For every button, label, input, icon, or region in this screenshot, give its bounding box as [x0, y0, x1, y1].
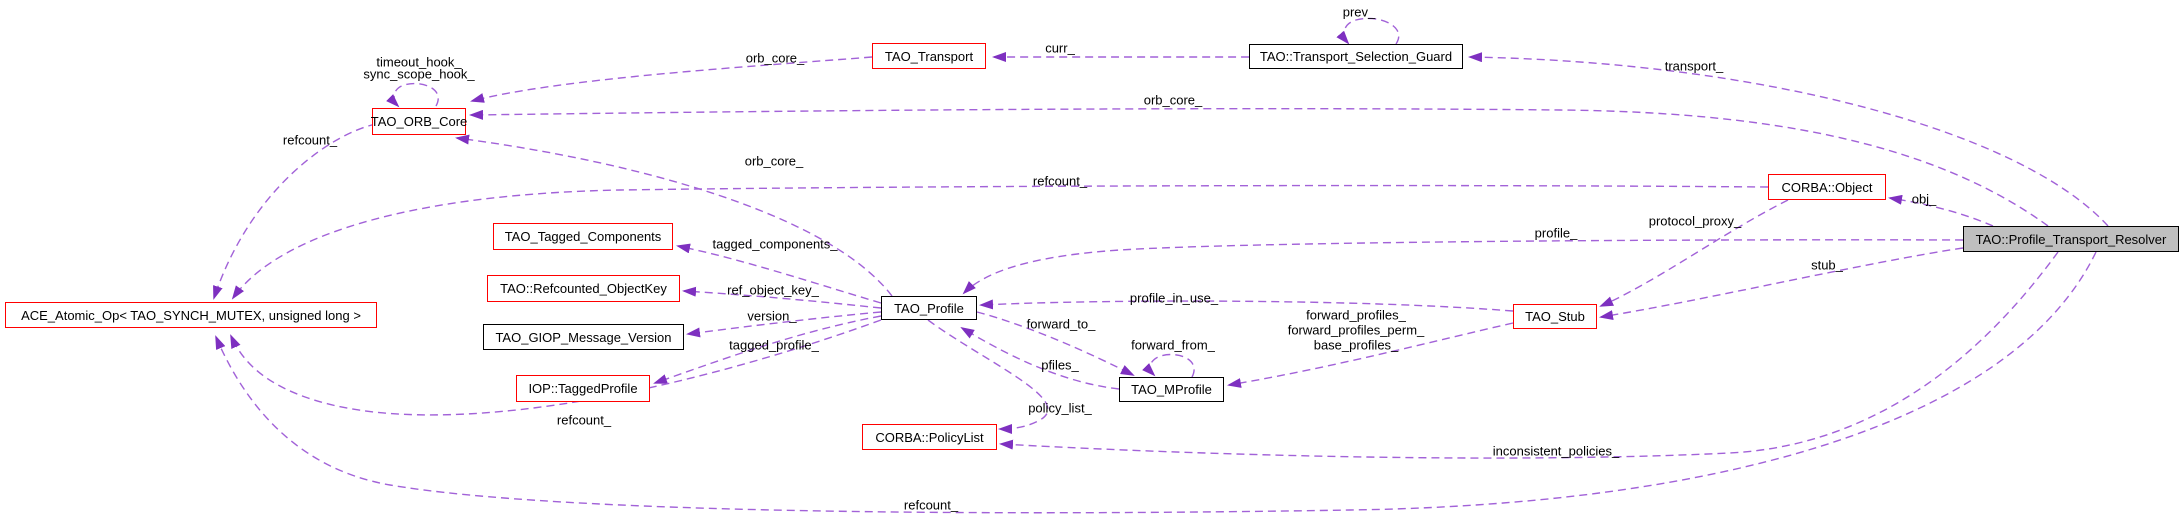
edge-tao-profile-to-ace-atomic-op [230, 319, 882, 416]
edge-profile-transport-resolver-to-tao-profile [962, 239, 1964, 295]
node-iop-taggedprofile[interactable]: IOP::TaggedProfile [516, 375, 650, 402]
edge-tao-profile-to-tao-orb-core [455, 134, 893, 297]
edge-tao-stub-to-tao-profile [979, 299, 1514, 312]
edge-profile-transport-resolver-to-corba-object [1888, 194, 1994, 227]
edge-tao-profile-to-tao-mprofile [976, 311, 1135, 376]
edge-corba-object-to-tao-stub [1599, 199, 1789, 307]
node-tao-giop-message-version[interactable]: TAO_GIOP_Message_Version [483, 324, 684, 350]
node-tao-stub[interactable]: TAO_Stub [1513, 304, 1597, 329]
edge-tao-orb-core-to-ace-atomic-op [213, 123, 377, 300]
node-profile-transport-resolver: TAO::Profile_Transport_Resolver [1963, 226, 2179, 252]
edge-profile-transport-resolver-to-tao-orb-core [469, 107, 2049, 227]
node-tao-refcounted-objectkey[interactable]: TAO::Refcounted_ObjectKey [487, 275, 680, 302]
edge-tao-profile-to-tao-tagged-components [676, 243, 882, 304]
edge-profile-transport-resolver-to-ace-atomic-op [215, 251, 2097, 514]
node-ace-atomic-op[interactable]: ACE_Atomic_Op< TAO_SYNCH_MUTEX, unsigned… [5, 302, 377, 328]
edge-tao-orb-core-to-tao-orb-core [385, 82, 439, 108]
edge-tao-profile-to-corba-policylist [927, 319, 1049, 434]
edge-tao-stub-to-tao-mprofile [1227, 322, 1514, 388]
edge-profile-transport-resolver-to-transport-selection-guard [1468, 52, 2109, 227]
edge-tao-profile-to-tao-giop-message-version [686, 311, 882, 338]
node-tao-transport[interactable]: TAO_Transport [872, 43, 986, 69]
edge-transport-selection-guard-to-transport-selection-guard [1336, 17, 1400, 45]
edge-tao-profile-to-iop-taggedprofile [653, 315, 882, 384]
edge-profile-transport-resolver-to-tao-stub [1599, 247, 1964, 321]
node-tao-profile[interactable]: TAO_Profile [881, 296, 977, 320]
node-corba-object[interactable]: CORBA::Object [1768, 174, 1886, 200]
edge-tao-profile-to-tao-refcounted-objectkey [682, 286, 882, 309]
edge-tao-mprofile-to-tao-mprofile [1141, 353, 1195, 378]
edge-profile-transport-resolver-to-corba-policylist [999, 251, 2059, 459]
node-transport-selection-guard[interactable]: TAO::Transport_Selection_Guard [1249, 44, 1463, 69]
node-tao-orb-core[interactable]: TAO_ORB_Core [371, 108, 467, 135]
edge-corba-object-to-ace-atomic-op [231, 184, 1769, 300]
node-tao-tagged-components[interactable]: TAO_Tagged_Components [493, 223, 673, 250]
node-corba-policylist[interactable]: CORBA::PolicyList [862, 424, 997, 450]
node-tao-mprofile[interactable]: TAO_MProfile [1119, 377, 1224, 402]
edge-tao-mprofile-to-tao-profile [960, 326, 1120, 390]
edge-tao-transport-to-tao-orb-core [470, 56, 873, 103]
